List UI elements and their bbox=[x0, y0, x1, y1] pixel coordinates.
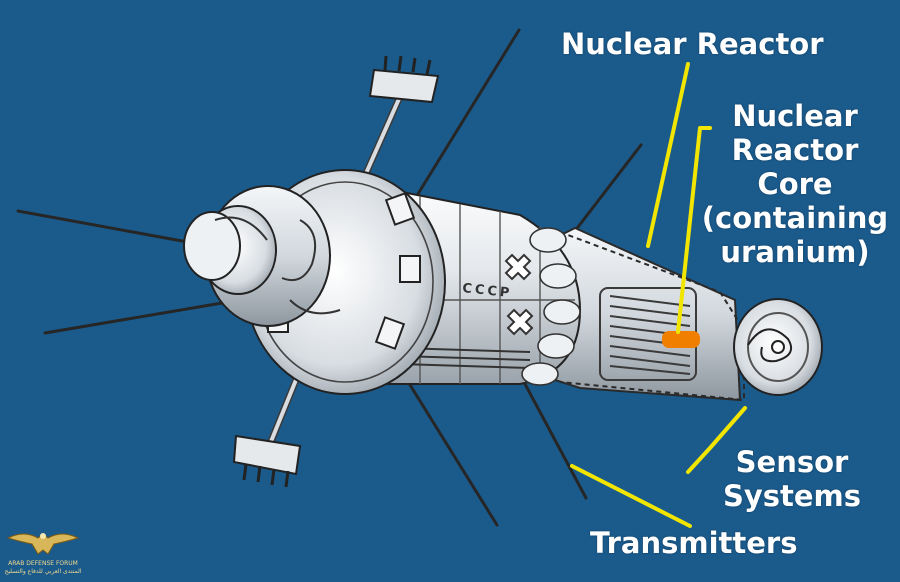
label-transmitters: Transmitters bbox=[590, 526, 798, 560]
callout-line-nuclear-reactor bbox=[646, 62, 690, 248]
callout-line-transmitters bbox=[570, 464, 692, 528]
lower-sensor-boom bbox=[232, 368, 304, 488]
antenna-lower-left bbox=[43, 300, 230, 335]
nose-section bbox=[183, 185, 341, 327]
antenna-group bbox=[16, 28, 643, 527]
label-sensor-systems-line2: Systems bbox=[722, 479, 862, 513]
hull-marking: CCCP bbox=[462, 281, 513, 301]
label-reactor-core: Nuclear Reactor Core (containing uranium… bbox=[700, 99, 890, 269]
watermark-logo: ARAB DEFENSE FORUM المنتدى العربي للدفاع… bbox=[4, 524, 82, 580]
antenna-upper-left bbox=[16, 209, 217, 249]
label-reactor-core-line3: Core bbox=[757, 167, 833, 201]
antenna-rear-top bbox=[566, 143, 643, 242]
label-reactor-core-line4: (containing bbox=[701, 201, 889, 235]
callout-line-sensor-systems bbox=[686, 406, 747, 474]
hull-cross-emblems bbox=[504, 253, 534, 336]
label-reactor-core-line1: Nuclear bbox=[732, 99, 858, 133]
reactor-core-highlight bbox=[662, 331, 700, 348]
watermark-text: ARAB DEFENSE FORUM المنتدى العربي للدفاع… bbox=[4, 560, 82, 576]
reactor-section bbox=[554, 226, 745, 402]
label-sensor-systems-line1: Sensor bbox=[735, 445, 849, 479]
eagle-icon bbox=[6, 533, 80, 555]
label-reactor-core-line5: uranium) bbox=[720, 235, 870, 269]
label-sensor-systems: Sensor Systems bbox=[712, 445, 872, 513]
label-reactor-core-line2: Reactor bbox=[731, 133, 859, 167]
sensor-dish bbox=[733, 298, 823, 396]
watermark-line1: ARAB DEFENSE FORUM bbox=[8, 560, 78, 567]
callout-line-reactor-core bbox=[676, 126, 712, 334]
callout-lines bbox=[570, 62, 747, 528]
label-nuclear-reactor: Nuclear Reactor bbox=[561, 27, 824, 61]
antenna-top bbox=[403, 28, 521, 217]
antenna-rear-bottom bbox=[523, 382, 588, 500]
watermark-line2: المنتدى العربي للدفاع والتسليح bbox=[4, 568, 82, 575]
antenna-bottom bbox=[400, 370, 499, 527]
